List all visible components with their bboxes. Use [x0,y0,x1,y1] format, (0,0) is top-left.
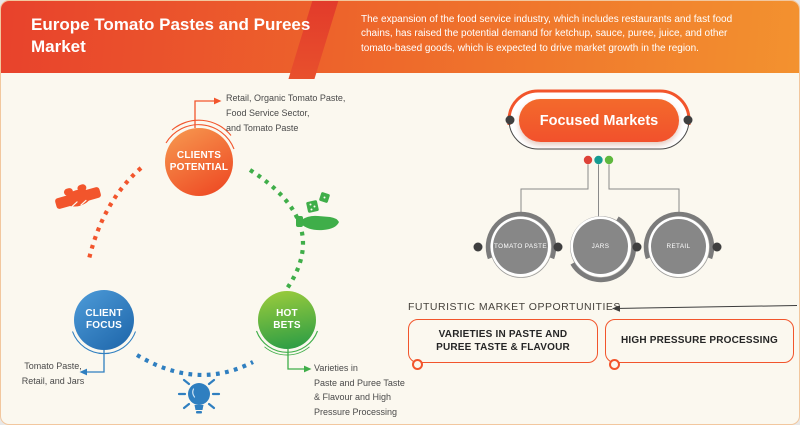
corner-ring [412,359,423,370]
focus-connector [79,350,105,376]
header-banner: Europe Tomato Pastes and Purees Market T… [1,1,799,79]
clients-potential-circle: CLIENTS POTENTIAL [165,128,233,196]
market-thin-rings [490,216,710,278]
handshake-icon [55,184,101,209]
opportunities-heading: FUTURISTIC MARKET OPPORTUNITIES [408,301,621,313]
clients-potential-note: Retail, Organic Tomato Paste, Food Servi… [226,93,346,133]
cycle-arc-orange [86,166,143,260]
potential-ring-arcs [165,119,235,150]
cycle-arc-blue [135,353,254,377]
market-circle-jars: JARS [573,219,628,274]
light-bulb-icon [177,378,221,414]
opportunity-box-varieties: VARIETIES IN PASTE AND PUREE TASTE & FLA… [408,319,598,370]
opportunity-box-label: HIGH PRESSURE PROCESSING [620,335,779,347]
market-thick-arcs [485,211,715,283]
market-side-dots [473,242,722,252]
hot-bets-note: Varieties in Paste and Puree Taste & Fla… [314,363,405,417]
branch-dots [583,155,614,165]
hotbets-ring-arcs [255,330,319,356]
market-circle-retail: RETAIL [651,219,706,274]
potential-connector [194,97,222,128]
cycle-arc-green [248,168,306,292]
page-title: Europe Tomato Pastes and Purees Market [31,15,311,57]
opportunity-box-high-pressure: HIGH PRESSURE PROCESSING [605,319,794,370]
focused-markets-pill: Focused Markets [519,99,679,142]
hot-bets-circle: HOT BETS [258,291,316,349]
client-focus-circle: CLIENT FOCUS [74,290,134,350]
dice-hand-icon [296,192,339,231]
branch-lines [520,164,680,217]
hotbets-connector [287,349,312,373]
market-circle-tomato-paste: TOMATO PASTE [493,219,548,274]
heading-arrow [612,305,798,312]
header-description: The expansion of the food service indust… [361,14,733,54]
opportunity-box-label: VARIETIES IN PASTE AND PUREE TASTE & FLA… [436,328,570,354]
corner-ring [609,359,620,370]
client-focus-note: Tomato Paste, Retail, and Jars [21,361,85,386]
